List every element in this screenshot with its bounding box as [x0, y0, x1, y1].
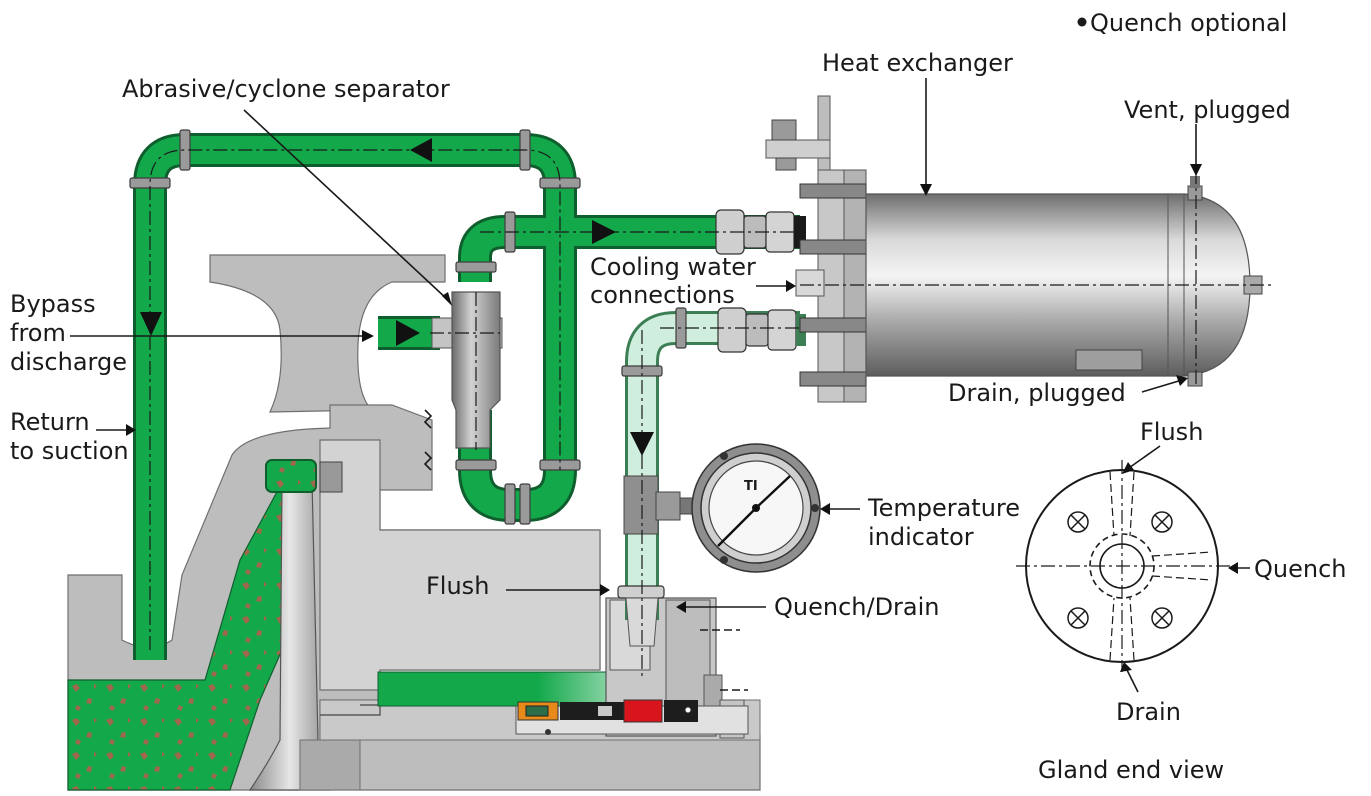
gland-end-view-label: Gland end view [1038, 756, 1224, 784]
bypass-label-1: Bypass [10, 290, 96, 318]
flush-seal-label: Flush [426, 572, 489, 600]
gauge-ti-label: TI [744, 479, 758, 494]
pump-casing [67, 254, 761, 791]
flow-arrow-return-icon [140, 312, 162, 336]
cyclone-separator [430, 291, 503, 450]
flow-arrow-cooling-icon [630, 432, 654, 456]
casing-cover [319, 439, 601, 691]
temperature-label-2: indicator [868, 523, 974, 551]
leader-lines [70, 78, 1250, 693]
flow-arrows [140, 138, 654, 456]
flow-arrow-hx-icon [592, 220, 616, 244]
temperature-label-1: Temperature [867, 494, 1020, 522]
drain-plugged-label: Drain, plugged [948, 379, 1126, 407]
gland-end-view [1016, 460, 1232, 672]
flow-arrow-top-icon [410, 138, 432, 162]
gland-drain-label: Drain [1116, 698, 1181, 726]
temperature-indicator: TI [691, 443, 821, 573]
heat-exchanger [765, 95, 1275, 403]
wear-ring [265, 459, 317, 493]
separator-loop-piping [129, 129, 806, 660]
gland-quench-label: Quench [1254, 555, 1346, 583]
discharge-nozzle [209, 254, 446, 413]
bullet-icon [1077, 17, 1087, 27]
gland-bolt-holes [1067, 511, 1173, 629]
quench-optional-label: Quench optional [1090, 9, 1287, 37]
seal-face-red [623, 699, 663, 723]
mechanical-seal [377, 597, 749, 739]
heat-exchanger-label: Heat exchanger [822, 49, 1013, 77]
return-label-2: to suction [10, 437, 129, 465]
vent-plugged-label: Vent, plugged [1124, 96, 1291, 124]
flow-arrow-bypass-icon [396, 320, 420, 346]
labels: Quench optional Heat exchanger Vent, plu… [10, 9, 1346, 784]
return-label-1: Return [10, 408, 90, 436]
bypass-label-2: from [10, 319, 66, 347]
abrasive-separator-label: Abrasive/cyclone separator [122, 75, 450, 103]
bypass-label-3: discharge [10, 348, 127, 376]
gland-flush-label: Flush [1140, 418, 1203, 446]
quench-drain-label: Quench/Drain [774, 593, 940, 621]
cooling-water-label-2: connections [590, 281, 735, 309]
cooling-water-label-1: Cooling water [590, 253, 756, 281]
